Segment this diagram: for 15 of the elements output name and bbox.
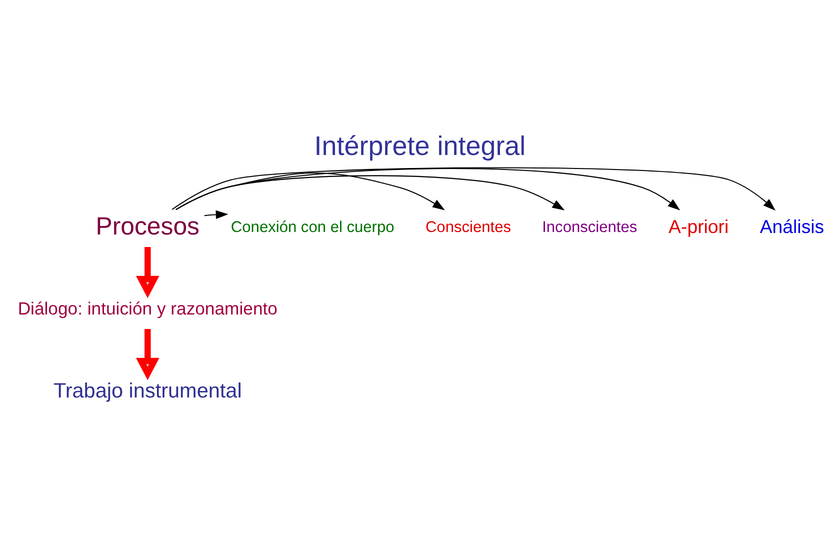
node-text: Conexión con el cuerpo	[230, 218, 394, 236]
node-text: Procesos	[96, 212, 200, 240]
arrow	[136, 246, 160, 298]
node-text: A-priori	[668, 215, 729, 236]
diagram-title: Intérprete integral	[314, 130, 526, 160]
arrow	[176, 174, 565, 210]
arrow	[172, 166, 776, 210]
node-text: Diálogo: intuición y razonamiento	[18, 298, 278, 318]
node-text: Trabajo instrumental	[53, 378, 242, 402]
arrow	[136, 328, 160, 380]
arrow	[176, 168, 680, 210]
arrow	[204, 210, 228, 218]
node-text: Inconscientes	[542, 218, 638, 236]
node-text: Conscientes	[425, 218, 512, 236]
node-text: Análisis	[760, 215, 824, 236]
